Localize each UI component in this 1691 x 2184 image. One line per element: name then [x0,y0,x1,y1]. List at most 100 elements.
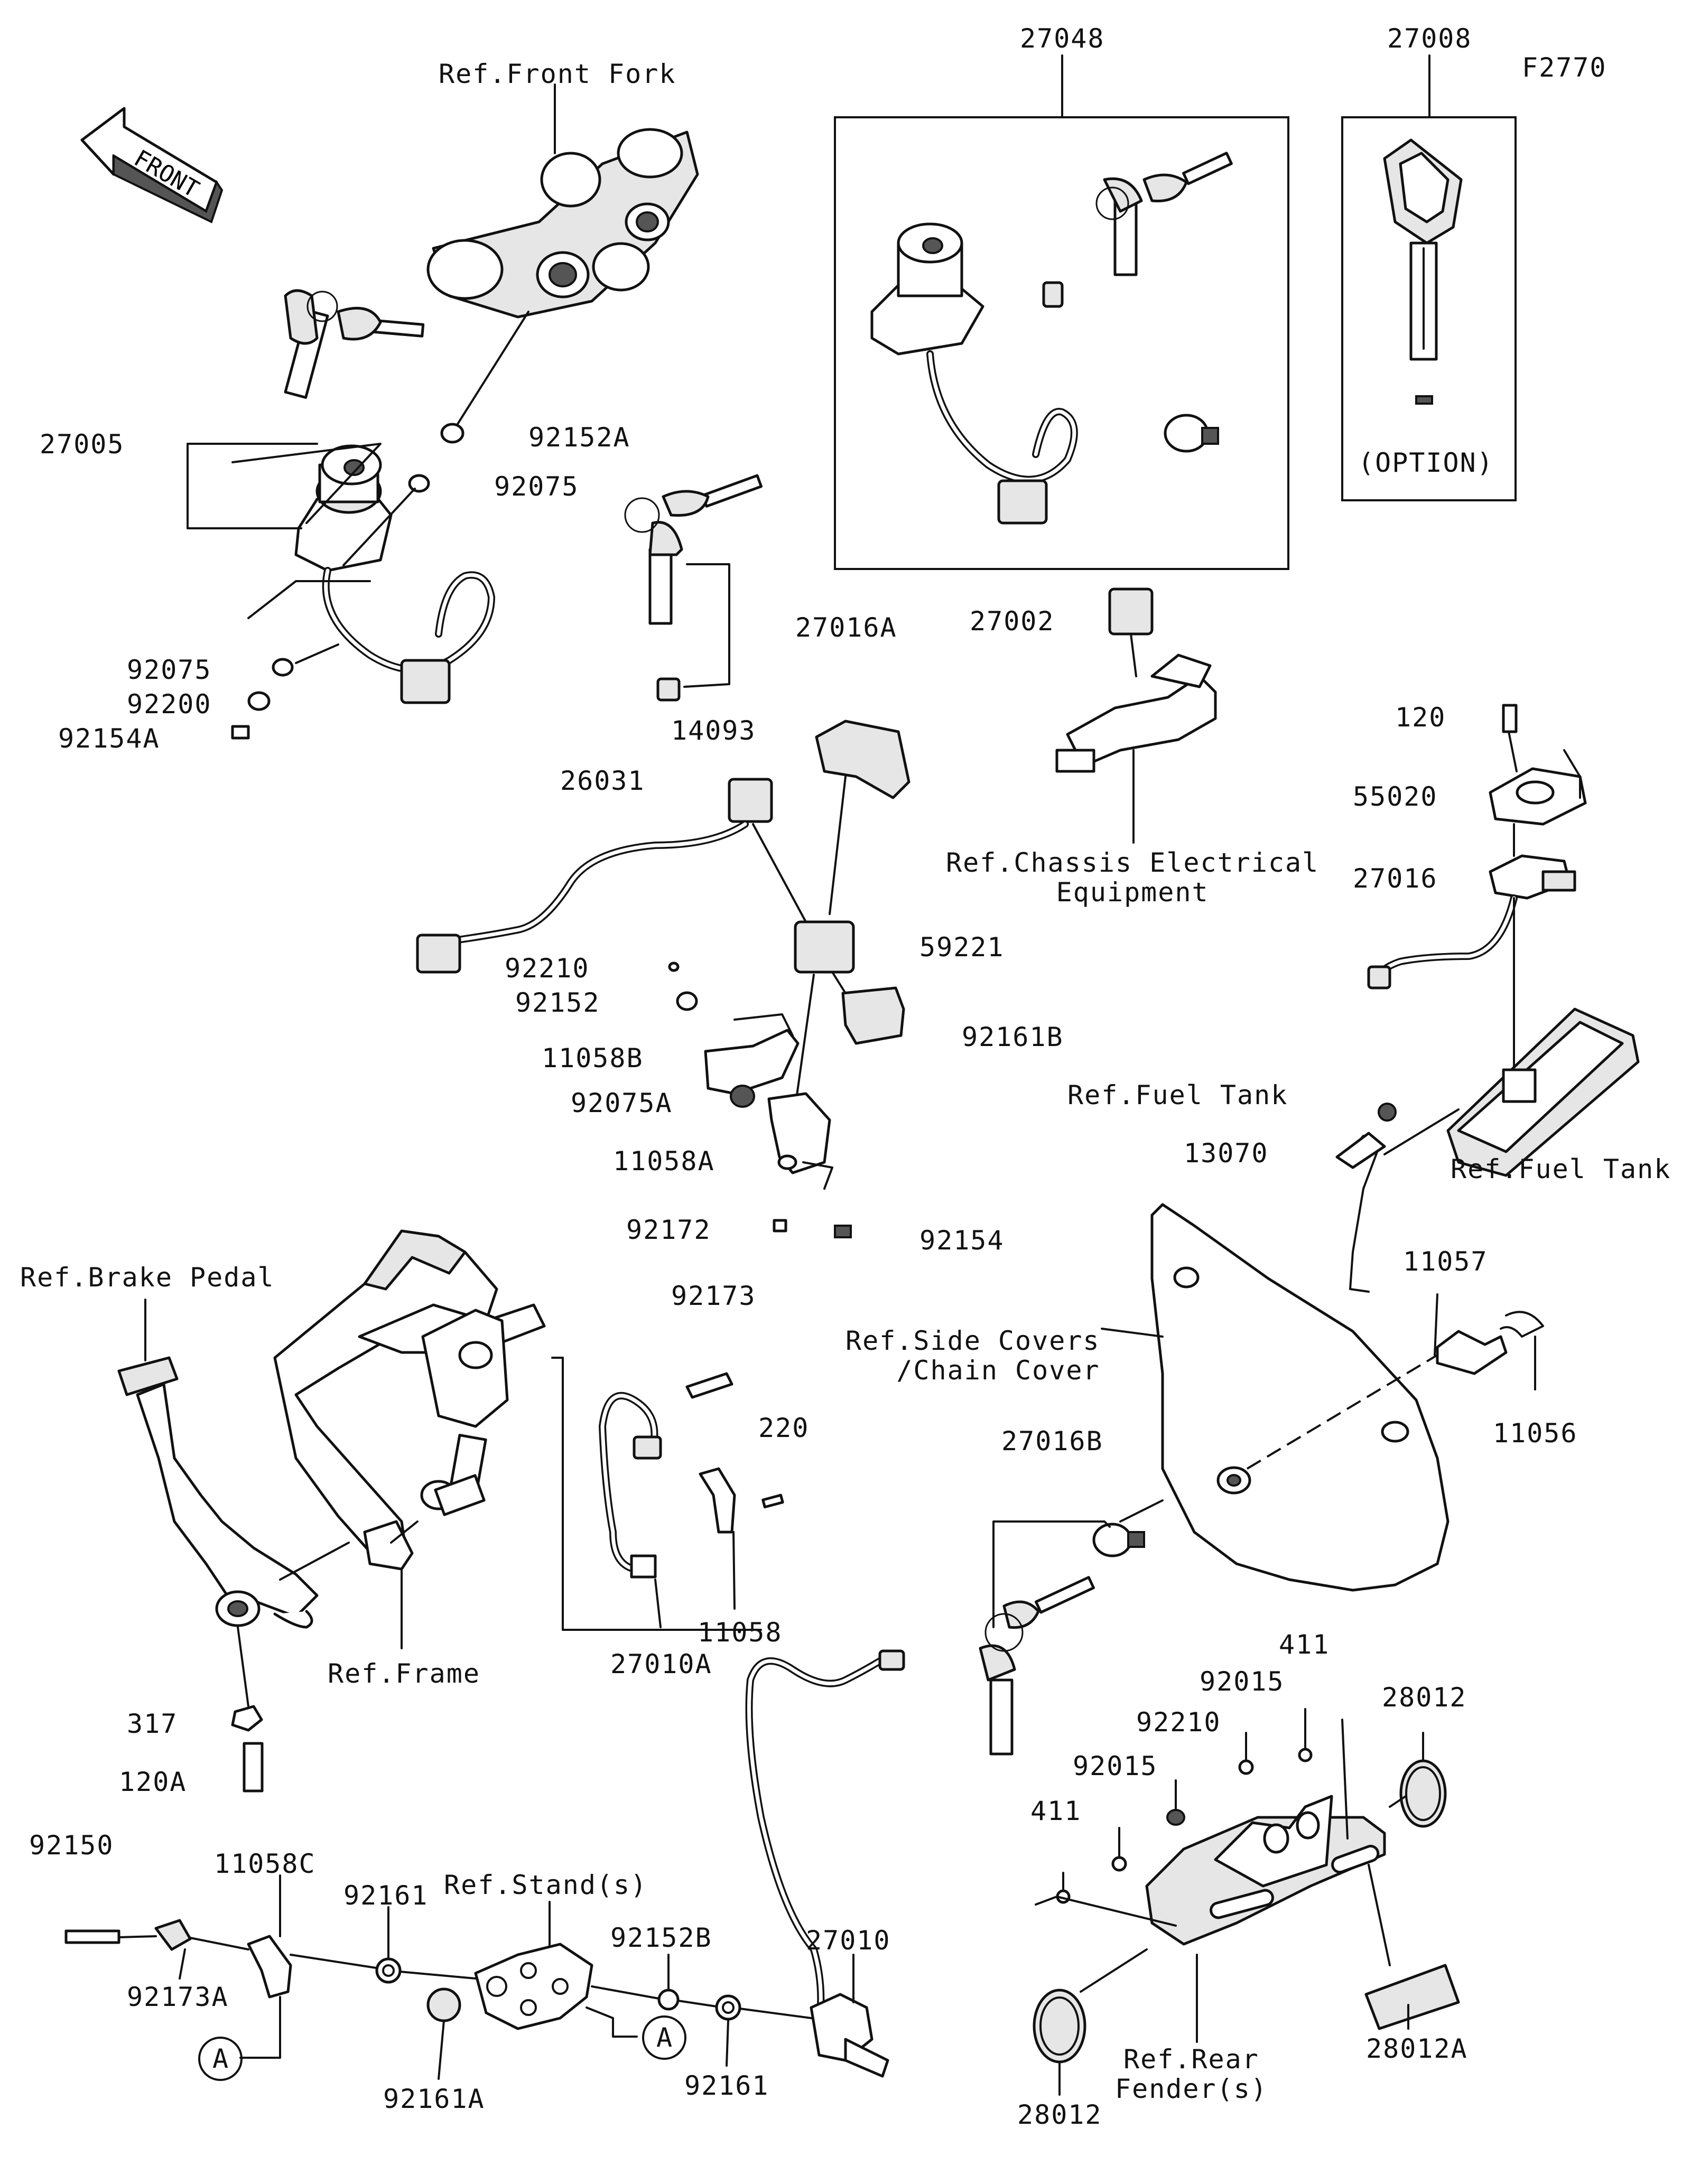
label-92075A: 92075A [571,1088,673,1118]
keys-27005 [284,289,425,399]
label-92154: 92154 [919,1225,1005,1256]
collar-92161-right [715,1994,741,2021]
label-ref-front-fork: Ref.Front Fork [439,59,676,89]
label-92075-upper: 92075 [494,471,579,502]
bolt-120A [243,1742,264,1793]
bracket-11057 [1436,1330,1508,1375]
bolt-92154A [231,725,250,740]
reflector-28012-top [1399,1759,1447,1828]
label-26031: 26031 [560,766,645,796]
kit-27048-parts [870,152,1233,525]
unit-59221 [794,920,855,974]
label-411-right: 411 [1279,1629,1330,1660]
nut-317 [231,1705,263,1732]
label-27016A: 27016A [795,612,897,643]
rubber-92161B [841,986,905,1045]
diagram-code: F2770 [1522,52,1607,83]
screw-220 [761,1494,784,1509]
label-92172: 92172 [626,1215,711,1245]
upper-triple-clamp [426,128,699,319]
label-27016B: 27016B [1001,1426,1103,1457]
label-92015-right: 92015 [1200,1666,1285,1697]
label-ref-frame: Ref.Frame [328,1658,480,1689]
label-92173A: 92173A [127,1982,229,2012]
label-92015-left: 92015 [1073,1751,1158,1781]
clip-11056 [1500,1311,1544,1338]
label-ref-brake-pedal: Ref.Brake Pedal [20,1262,275,1293]
washer-92200 [247,691,271,711]
keys-27016B [979,1523,1145,1756]
label-92154A: 92154A [58,723,160,754]
rear-fender [1145,1795,1386,1946]
bracket-11058C [247,1935,292,1999]
label-92152A: 92152A [528,422,630,453]
label-27010A: 27010A [610,1649,712,1679]
bracket-11058A [767,1092,831,1174]
screw-92172 [773,1219,787,1233]
key-27008 [1383,138,1463,405]
collar-92161-left [375,1957,402,1984]
washer-92075-lower [272,658,294,677]
label-27005: 27005 [40,429,125,460]
label-220: 220 [758,1413,810,1443]
washer-92152A [440,423,464,444]
rubber-92075A [730,1085,755,1108]
marker-a-left: A [198,2037,243,2081]
label-28012-bottom: 28012 [1017,2099,1102,2130]
label-11056: 11056 [1493,1418,1578,1449]
marker-a-right: A [642,2015,686,2060]
box-27008-option-note: (OPTION) [1358,447,1494,478]
label-92161-right: 92161 [684,2070,769,2101]
label-92152B: 92152B [610,1922,712,1953]
label-411-left: 411 [1030,1796,1082,1826]
label-ref-fuel-tank-1: Ref.Fuel Tank [1067,1080,1288,1110]
box-27008-number: 27008 [1387,23,1472,54]
label-92152: 92152 [515,987,600,1018]
label-28012-top: 28012 [1382,1682,1467,1713]
label-ref-stands: Ref.Stand(s) [444,1870,648,1900]
bracket-27002 [1055,587,1217,773]
screw-92154 [834,1225,852,1238]
label-11058C: 11058C [214,1849,316,1879]
stand-bracket [474,1943,593,2030]
box-27048-number: 27048 [1020,23,1105,54]
keys-27016A [624,474,763,702]
label-ref-side-covers: Ref.Side Covers /Chain Cover [846,1326,1100,1386]
label-27016: 27016 [1353,863,1438,894]
label-ref-fuel-tank-2: Ref.Fuel Tank [1451,1154,1671,1184]
label-11057: 11057 [1403,1246,1488,1277]
harness-26031 [416,778,773,974]
label-92161A: 92161A [383,2084,485,2114]
label-ref-chassis: Ref.Chassis Electrical Equipment [946,847,1320,908]
label-92161-left: 92161 [343,1880,429,1911]
label-92173: 92173 [671,1281,756,1311]
label-92161B: 92161B [962,1022,1064,1052]
washer-92075-upper [408,474,430,493]
cover-14093 [815,720,910,799]
label-ref-rear-fender: Ref.Rear Fender(s) [1115,2044,1268,2104]
label-13070: 13070 [1184,1138,1269,1169]
brake-pedal [117,1356,319,1629]
reflector-28012A [1364,1964,1460,2030]
label-11058B: 11058B [542,1043,644,1074]
label-14093: 14093 [671,715,756,746]
label-317: 317 [127,1709,178,1739]
bracket-11058 [699,1467,736,1534]
brake-switch-bracket [420,1309,509,1516]
label-120: 120 [1395,702,1446,733]
label-92075-lower: 92075 [127,655,212,685]
label-59221: 59221 [919,932,1005,963]
label-11058A: 11058A [613,1146,715,1177]
switch-27010A [598,1392,662,1579]
label-92150: 92150 [29,1830,114,1861]
bracket-11058B [704,1029,800,1095]
label-92200: 92200 [127,689,212,720]
clip-92173 [685,1372,733,1399]
label-92210-mid: 92210 [505,953,590,984]
label-120A: 120A [119,1767,187,1797]
label-11058: 11058 [698,1617,783,1648]
label-92210-low: 92210 [1136,1707,1221,1738]
label-27010: 27010 [806,1925,891,1956]
